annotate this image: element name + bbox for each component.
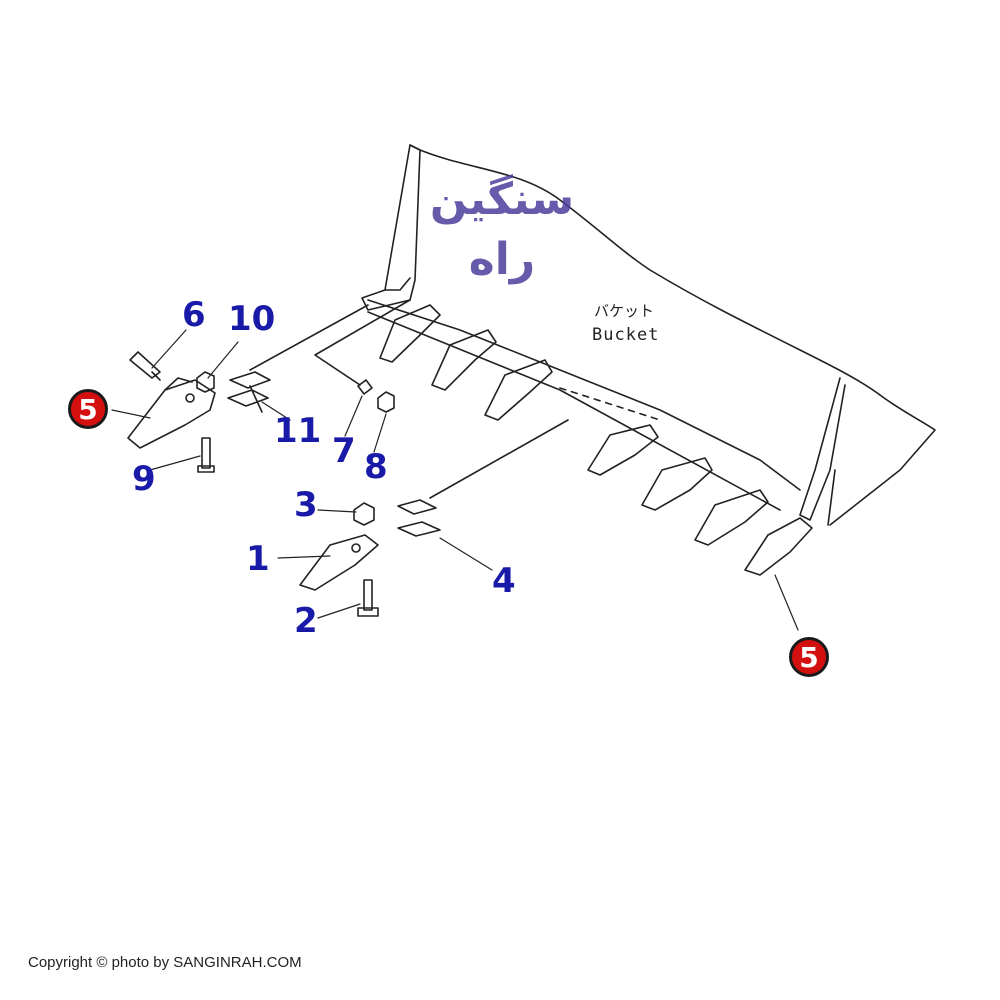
callout-1: 1: [246, 539, 270, 579]
part-1-adapter: [299, 534, 379, 591]
part-10-nut: [196, 371, 215, 393]
callout-10: 10: [228, 299, 276, 339]
brand-logo: سنگین راه: [429, 174, 575, 285]
bucket-label-english: Bucket: [592, 325, 660, 345]
bucket-body: [361, 144, 936, 526]
callout-2: 2: [294, 601, 318, 641]
callout-5-highlight-right: 5: [789, 637, 829, 677]
callout-4: 4: [492, 561, 516, 601]
leader-lines: [249, 299, 569, 499]
part-3-nut: [353, 502, 375, 526]
callout-3: 3: [294, 485, 318, 525]
callout-8: 8: [364, 447, 388, 487]
part-6-bolt: [129, 351, 161, 381]
part-2-bolt: [357, 579, 379, 617]
part-4-shim: [397, 499, 441, 537]
callout-5-highlight-left: 5: [68, 389, 108, 429]
copyright-footer: Copyright © photo by SANGINRAH.COM: [28, 954, 302, 971]
bucket-teeth: [379, 304, 813, 576]
callout-9: 9: [132, 459, 156, 499]
callout-11: 11: [274, 411, 322, 451]
part-11-shim: [227, 371, 271, 413]
bucket-label-japanese: バケット: [594, 302, 655, 320]
callout-6: 6: [182, 295, 206, 335]
part-5-left-adapter: [127, 377, 216, 449]
part-8-nut: [377, 391, 395, 413]
part-9-pin: [197, 437, 215, 473]
callout-leaders: [111, 329, 799, 631]
part-7-lock: [357, 379, 373, 395]
callout-7: 7: [332, 431, 356, 471]
